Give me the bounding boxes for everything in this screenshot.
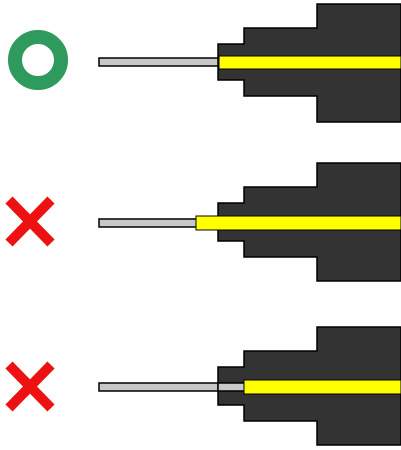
yellow-tube (195, 215, 401, 231)
row-correct (8, 3, 401, 123)
row-incorrect-recessed (5, 326, 401, 446)
yellow-tube (218, 55, 401, 70)
wire-inside-body (217, 382, 247, 392)
wire (98, 57, 224, 67)
circle-icon (8, 30, 68, 90)
wire (98, 218, 199, 228)
cross-icon (5, 196, 55, 247)
row-incorrect-protruding (5, 162, 401, 282)
cross-icon (5, 361, 55, 412)
yellow-tube (243, 379, 401, 395)
